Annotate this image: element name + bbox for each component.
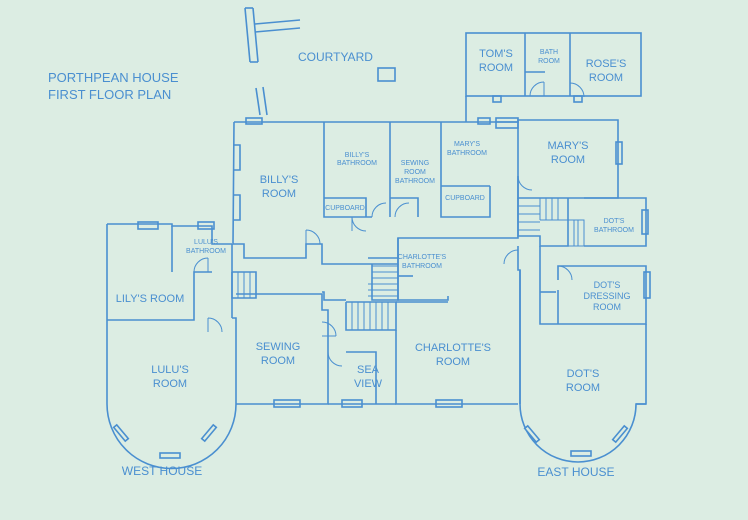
courtyard-walls xyxy=(244,7,396,116)
label-sewing-room: SEWING ROOM xyxy=(256,341,301,367)
svg-text:ROOM: ROOM xyxy=(551,154,585,166)
charlottes-room-walls xyxy=(395,246,521,408)
svg-text:SEWING: SEWING xyxy=(256,341,301,353)
svg-text:TOM'S: TOM'S xyxy=(479,48,513,60)
svg-text:LULU'S: LULU'S xyxy=(151,364,189,376)
sewing-sea-view-walls xyxy=(236,293,396,408)
plan-title: PORTHPEAN HOUSE FIRST FLOOR PLAN xyxy=(48,70,179,102)
label-marys-room: MARY'S ROOM xyxy=(547,140,588,166)
east-stairs xyxy=(503,197,649,265)
svg-text:CHARLOTTE'S: CHARLOTTE'S xyxy=(415,342,491,354)
svg-text:ROSE'S: ROSE'S xyxy=(586,58,627,70)
svg-text:SEWING: SEWING xyxy=(401,160,429,167)
svg-text:ROOM: ROOM xyxy=(404,169,426,176)
svg-text:DRESSING: DRESSING xyxy=(583,291,630,301)
courtyard-label: COURTYARD xyxy=(298,50,373,64)
label-dots-room: DOT'S ROOM xyxy=(566,368,600,394)
label-lilys-room: LILY'S ROOM xyxy=(116,293,185,305)
svg-text:ROOM: ROOM xyxy=(261,355,295,367)
svg-text:BILLY'S: BILLY'S xyxy=(260,174,299,186)
label-roses-room: ROSE'S ROOM xyxy=(586,58,627,84)
svg-text:CHARLOTTE'S: CHARLOTTE'S xyxy=(398,254,447,261)
label-charlottes-room: CHARLOTTE'S ROOM xyxy=(415,342,491,368)
svg-text:DOT'S: DOT'S xyxy=(567,368,600,380)
label-lulus-room: LULU'S ROOM xyxy=(151,364,189,390)
svg-text:BATHROOM: BATHROOM xyxy=(395,178,435,185)
label-west-house: WEST HOUSE xyxy=(122,464,202,478)
label-dots-dressing-room: DOT'S DRESSING ROOM xyxy=(583,280,630,312)
label-dots-bathroom: DOT'S BATHROOM xyxy=(594,218,634,234)
svg-text:DOT'S: DOT'S xyxy=(604,218,625,225)
label-marys-bathroom: MARY'S BATHROOM xyxy=(447,141,487,157)
svg-text:BATHROOM: BATHROOM xyxy=(186,248,226,255)
svg-text:ROOM: ROOM xyxy=(566,382,600,394)
svg-text:ROOM: ROOM xyxy=(593,302,621,312)
label-billys-bathroom: BILLY'S BATHROOM xyxy=(337,152,377,167)
svg-text:ROOM: ROOM xyxy=(436,356,470,368)
svg-text:ROOM: ROOM xyxy=(153,378,187,390)
svg-text:BATHROOM: BATHROOM xyxy=(402,263,442,270)
label-charlottes-bathroom: CHARLOTTE'S BATHROOM xyxy=(398,254,447,270)
label-bath-room: BATH ROOM xyxy=(538,49,560,65)
marys-room-walls xyxy=(465,96,623,199)
svg-text:SEA: SEA xyxy=(357,364,380,376)
title-line-1: PORTHPEAN HOUSE xyxy=(48,70,179,85)
svg-text:ROOM: ROOM xyxy=(479,62,513,74)
dots-dressing-room-walls xyxy=(539,246,651,325)
svg-text:BILLY'S: BILLY'S xyxy=(345,152,370,159)
west-house-walls xyxy=(106,221,257,470)
label-sewing-room-bathroom: SEWING ROOM BATHROOM xyxy=(395,160,435,185)
main-block xyxy=(232,117,519,331)
label-sea-view: SEA VIEW xyxy=(354,364,383,390)
svg-text:DOT'S: DOT'S xyxy=(594,280,621,290)
svg-text:MARY'S: MARY'S xyxy=(547,140,588,152)
svg-text:BATHROOM: BATHROOM xyxy=(337,160,377,167)
svg-text:MARY'S: MARY'S xyxy=(454,141,480,148)
svg-text:VIEW: VIEW xyxy=(354,378,383,390)
label-billys-room: BILLY'S ROOM xyxy=(260,174,299,200)
north-annex xyxy=(465,32,642,103)
svg-text:BATHROOM: BATHROOM xyxy=(447,150,487,157)
svg-text:ROOM: ROOM xyxy=(262,188,296,200)
label-east-house: EAST HOUSE xyxy=(537,465,614,479)
label-cupboard-left: CUPBOARD xyxy=(325,205,365,212)
svg-text:LULU'S: LULU'S xyxy=(194,239,218,246)
title-line-2: FIRST FLOOR PLAN xyxy=(48,87,171,102)
svg-text:ROOM: ROOM xyxy=(538,58,560,65)
svg-text:BATH: BATH xyxy=(540,49,558,56)
label-lulus-bathroom: LULU'S BATHROOM xyxy=(186,239,226,255)
svg-text:BATHROOM: BATHROOM xyxy=(594,227,634,234)
label-cupboard-right: CUPBOARD xyxy=(445,195,485,202)
dots-room-bay xyxy=(519,270,647,463)
label-toms-room: TOM'S ROOM xyxy=(479,48,513,74)
svg-text:ROOM: ROOM xyxy=(589,72,623,84)
